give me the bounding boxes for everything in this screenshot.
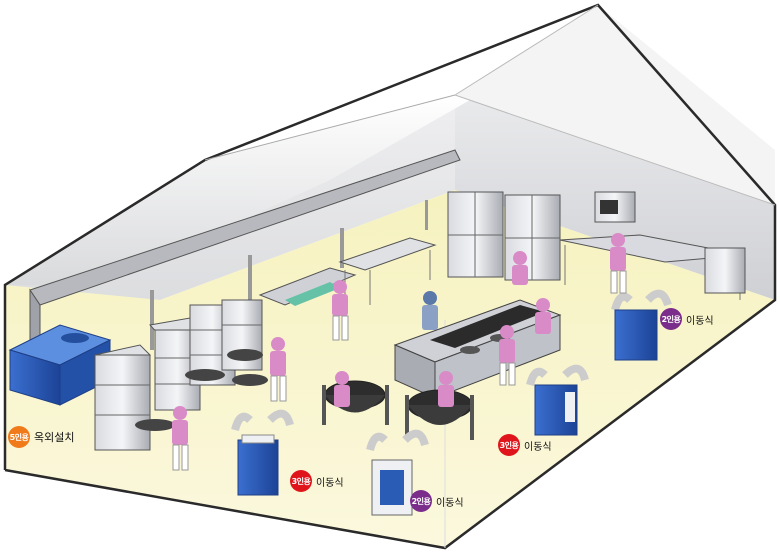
exhaust-hood	[29, 149, 461, 352]
label-text: 이동식	[524, 441, 552, 453]
worker-figure-8	[535, 298, 551, 334]
worker-figure-9	[512, 251, 528, 285]
steam-ovens	[94, 299, 268, 451]
label-cooler-b: 2인용 이동식	[410, 490, 464, 512]
worker-figure-4	[422, 291, 438, 330]
building-outline	[3, 3, 777, 550]
worker-figure-6	[438, 371, 454, 407]
portable-cooler-1	[231, 409, 294, 496]
label-text: 옥외설치	[34, 431, 75, 444]
label-cooler-c: 3인용 이동식	[498, 434, 552, 456]
portable-cooler-2	[366, 429, 429, 516]
worker-figure-1	[172, 406, 189, 471]
roof-gable	[455, 5, 775, 205]
capacity-badge: 2인용	[410, 490, 432, 512]
capacity-badge: 3인용	[290, 470, 312, 492]
capacity-badge: 5인용	[8, 426, 30, 448]
cooking-line	[393, 299, 562, 399]
worker-figure-7	[499, 325, 516, 386]
capacity-badge: 2인용	[660, 308, 682, 330]
floor	[5, 190, 775, 548]
worker-figure-2	[270, 337, 287, 402]
portable-cooler-4	[611, 289, 672, 361]
prep-tables	[258, 237, 437, 306]
refrigerators	[447, 191, 561, 281]
worker-figure-3	[332, 280, 349, 341]
worker-figure-5	[334, 371, 350, 407]
worker-figure-10	[610, 233, 627, 294]
label-text: 이동식	[436, 497, 464, 509]
label-cooler-d: 2인용 이동식	[660, 308, 714, 330]
label-text: 이동식	[686, 315, 714, 327]
workers	[172, 233, 627, 471]
roof-left	[5, 95, 470, 285]
label-cooler-a: 3인용 이동식	[290, 470, 344, 492]
label-text: 이동식	[316, 477, 344, 489]
capacity-badge: 3인용	[498, 434, 520, 456]
portable-cooler-3	[526, 364, 589, 436]
label-outdoor-cooler: 5인용 옥외설치	[8, 426, 74, 448]
steam-oven-1	[94, 344, 151, 451]
